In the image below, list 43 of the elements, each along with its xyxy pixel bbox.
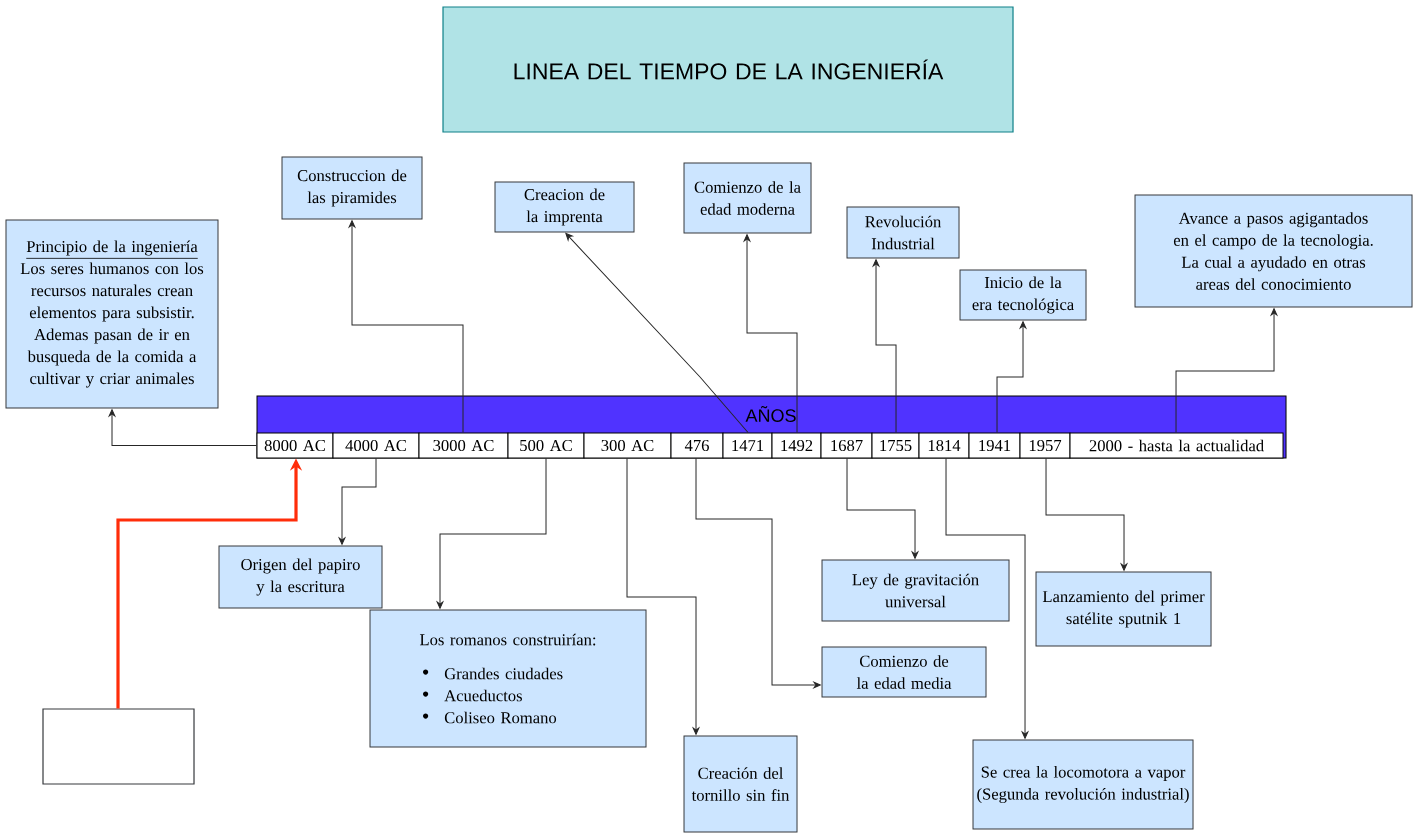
year-cell: 1492 bbox=[771, 432, 822, 459]
arrow bbox=[743, 234, 798, 433]
event-box: Los romanos construirían: Grandes ciudades Acueductos Coliseo Romano bbox=[369, 609, 647, 748]
event-box: Se crea la locomotora a vapor (Segunda revolución industrial) bbox=[972, 739, 1194, 830]
event-box: Construccion de las piramides bbox=[281, 156, 423, 220]
year-cell: 1755 bbox=[871, 432, 920, 459]
event-box: Comienzo de la edad media bbox=[821, 646, 987, 698]
event-box: Lanzamiento del primer satélite sputnik 1 bbox=[1035, 571, 1212, 647]
event-box: Ley de gravitación universal bbox=[821, 559, 1010, 622]
arrow bbox=[996, 321, 1027, 433]
year-cell: 8000 AC bbox=[256, 432, 334, 459]
arrow bbox=[1175, 308, 1278, 433]
arrow bbox=[846, 458, 919, 559]
year-cell: 1814 bbox=[918, 432, 970, 459]
arrow bbox=[108, 409, 257, 446]
year-cell: 1941 bbox=[968, 432, 1021, 459]
year-cell: 3000 AC bbox=[418, 432, 509, 459]
arrow bbox=[565, 232, 749, 433]
year-cell: 4000 AC bbox=[332, 432, 420, 459]
arrow bbox=[1045, 458, 1128, 571]
arrow bbox=[945, 458, 1029, 739]
arrow bbox=[626, 458, 700, 735]
event-box: Creación del tornillo sin fin bbox=[683, 735, 798, 833]
year-cell: 476 bbox=[670, 432, 724, 459]
arrow bbox=[436, 458, 547, 609]
title-box: LINEA DEL TIEMPO DE LA INGENIERÍA bbox=[442, 6, 1014, 133]
year-cell: 1687 bbox=[820, 432, 873, 459]
empty-box bbox=[42, 708, 195, 785]
event-box: Inicio de la era tecnológica bbox=[959, 269, 1087, 321]
event-box: Comienzo de la edad moderna bbox=[683, 162, 812, 234]
year-cell: 1957 bbox=[1019, 432, 1071, 459]
event-box: Avance a pasos agigantados en el campo de la tecnologia. La cual a ayudado en otras areas del conocimiento bbox=[1134, 194, 1413, 308]
event-box: Revolución Industrial bbox=[846, 206, 960, 259]
arrow bbox=[338, 458, 377, 545]
event-box: Creacion de la imprenta bbox=[494, 181, 635, 233]
arrow bbox=[872, 259, 897, 433]
year-cell: 300 AC bbox=[583, 432, 672, 459]
event-box: Principio de la ingeniería Los seres humanos con los recursos naturales crean elementos para subsistir. Ademas pasan de ir en busqueda de la comida a cultivar y criar animales bbox=[5, 219, 219, 409]
year-cell: 1471 bbox=[722, 432, 773, 459]
arrow bbox=[348, 220, 464, 433]
arrow bbox=[695, 458, 821, 689]
year-cell: 500 AC bbox=[507, 432, 585, 459]
event-box: Origen del papiro y la escritura bbox=[218, 545, 383, 609]
